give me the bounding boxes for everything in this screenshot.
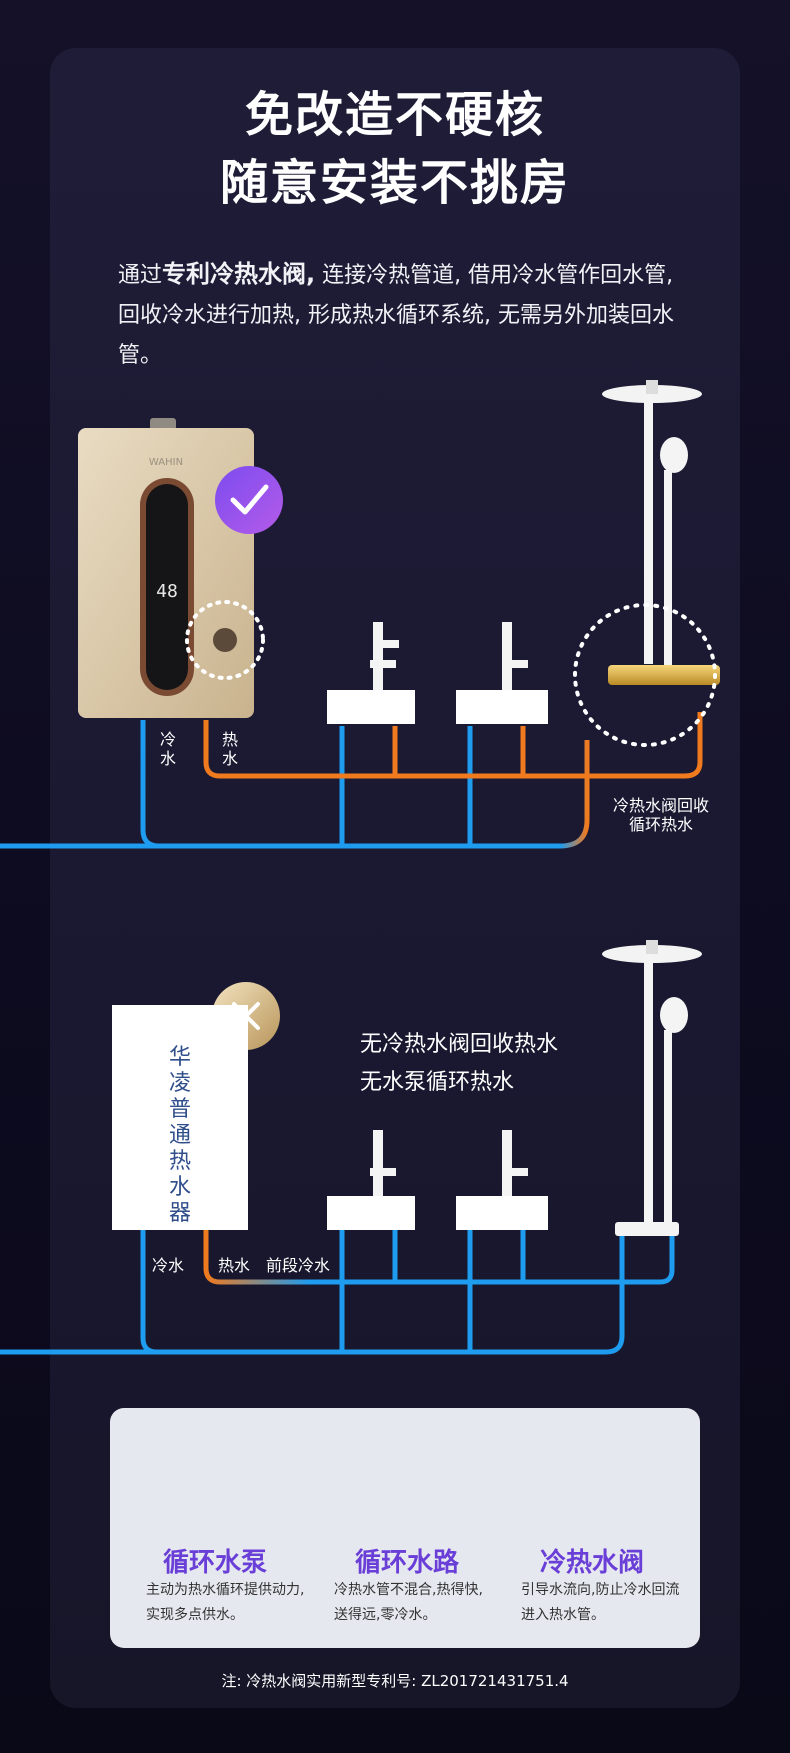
shower-set-plain xyxy=(602,940,702,1236)
top-cold-pipes xyxy=(0,720,560,849)
no-recirculation-line-1: 无冷热水阀回收热水 xyxy=(360,1032,559,1057)
patent-footnote: 注: 冷热水阀实用新型专利号: ZL201721431751.4 xyxy=(221,1672,569,1690)
top-cold-label: 冷水 xyxy=(159,730,176,768)
bottom-hot-label: 热水 xyxy=(218,1256,251,1275)
sink-1 xyxy=(327,622,415,724)
feature-desc: 引导水流向,防止冷水回流进入热水管。 xyxy=(521,1582,680,1623)
top-hot-label: 热水 xyxy=(221,730,238,768)
check-icon xyxy=(230,484,269,515)
bottom-cold-label: 冷水 xyxy=(152,1256,185,1275)
no-recirculation-line-2: 无水泵循环热水 xyxy=(360,1070,515,1095)
feature-desc: 主动为热水循环提供动力,实现多点供水。 xyxy=(146,1582,305,1623)
smart-heater: 48 WAHIN xyxy=(78,418,265,718)
valve-note: 冷热水阀回收 循环热水 xyxy=(598,796,724,834)
front-cold-label: 前段冷水 xyxy=(266,1256,331,1275)
headline-line-2: 随意安装不挑房 xyxy=(219,155,570,211)
check-badge xyxy=(215,466,283,534)
ordinary-heater-name: 华凌普通热水器 xyxy=(168,1045,191,1226)
bottom-cold-pipes xyxy=(0,1230,675,1355)
sink-4 xyxy=(456,1130,548,1230)
feature-panel xyxy=(110,1408,700,1648)
bottom-hot-pipe xyxy=(203,1230,310,1285)
ordinary-heater: 华凌普通热水器 xyxy=(112,1005,248,1230)
intro-prefix: 通过 xyxy=(118,263,163,288)
feature-title: 冷热水阀 xyxy=(539,1548,644,1578)
feature-title: 循环水路 xyxy=(354,1548,459,1578)
headline-line-1: 免改造不硬核 xyxy=(244,87,545,143)
feature-title: 循环水泵 xyxy=(162,1548,267,1578)
valve-note-line-2: 循环热水 xyxy=(628,815,693,834)
no-recirculation-note: 无冷热水阀回收热水 无水泵循环热水 xyxy=(360,1026,558,1102)
thermo-valve xyxy=(608,665,720,685)
top-hot-pipes xyxy=(203,712,703,779)
heater-display: 48 xyxy=(156,581,178,602)
sink-2 xyxy=(456,622,548,724)
heater-valve-highlight xyxy=(185,600,265,680)
intro-rest: 连接冷热管道, 借用冷水管作回水管, 回收冷水进行加热, 形成热水循环系统, 无… xyxy=(118,263,674,368)
shower-set xyxy=(573,380,720,747)
valve-note-line-1: 冷热水阀回收 xyxy=(612,796,709,815)
heater-brand: WAHIN xyxy=(149,457,183,468)
intro-text: 通过专利冷热水阀, 连接冷热管道, 借用冷水管作回水管, 回收冷水进行加热, 形… xyxy=(118,254,678,376)
valve-highlight xyxy=(573,603,717,747)
top-return-pipe xyxy=(559,740,590,849)
intro-highlight: 专利冷热水阀, xyxy=(162,260,316,288)
sink-3 xyxy=(327,1130,415,1230)
feature-desc: 冷热水管不混合,热得快,送得远,零冷水。 xyxy=(334,1582,483,1623)
